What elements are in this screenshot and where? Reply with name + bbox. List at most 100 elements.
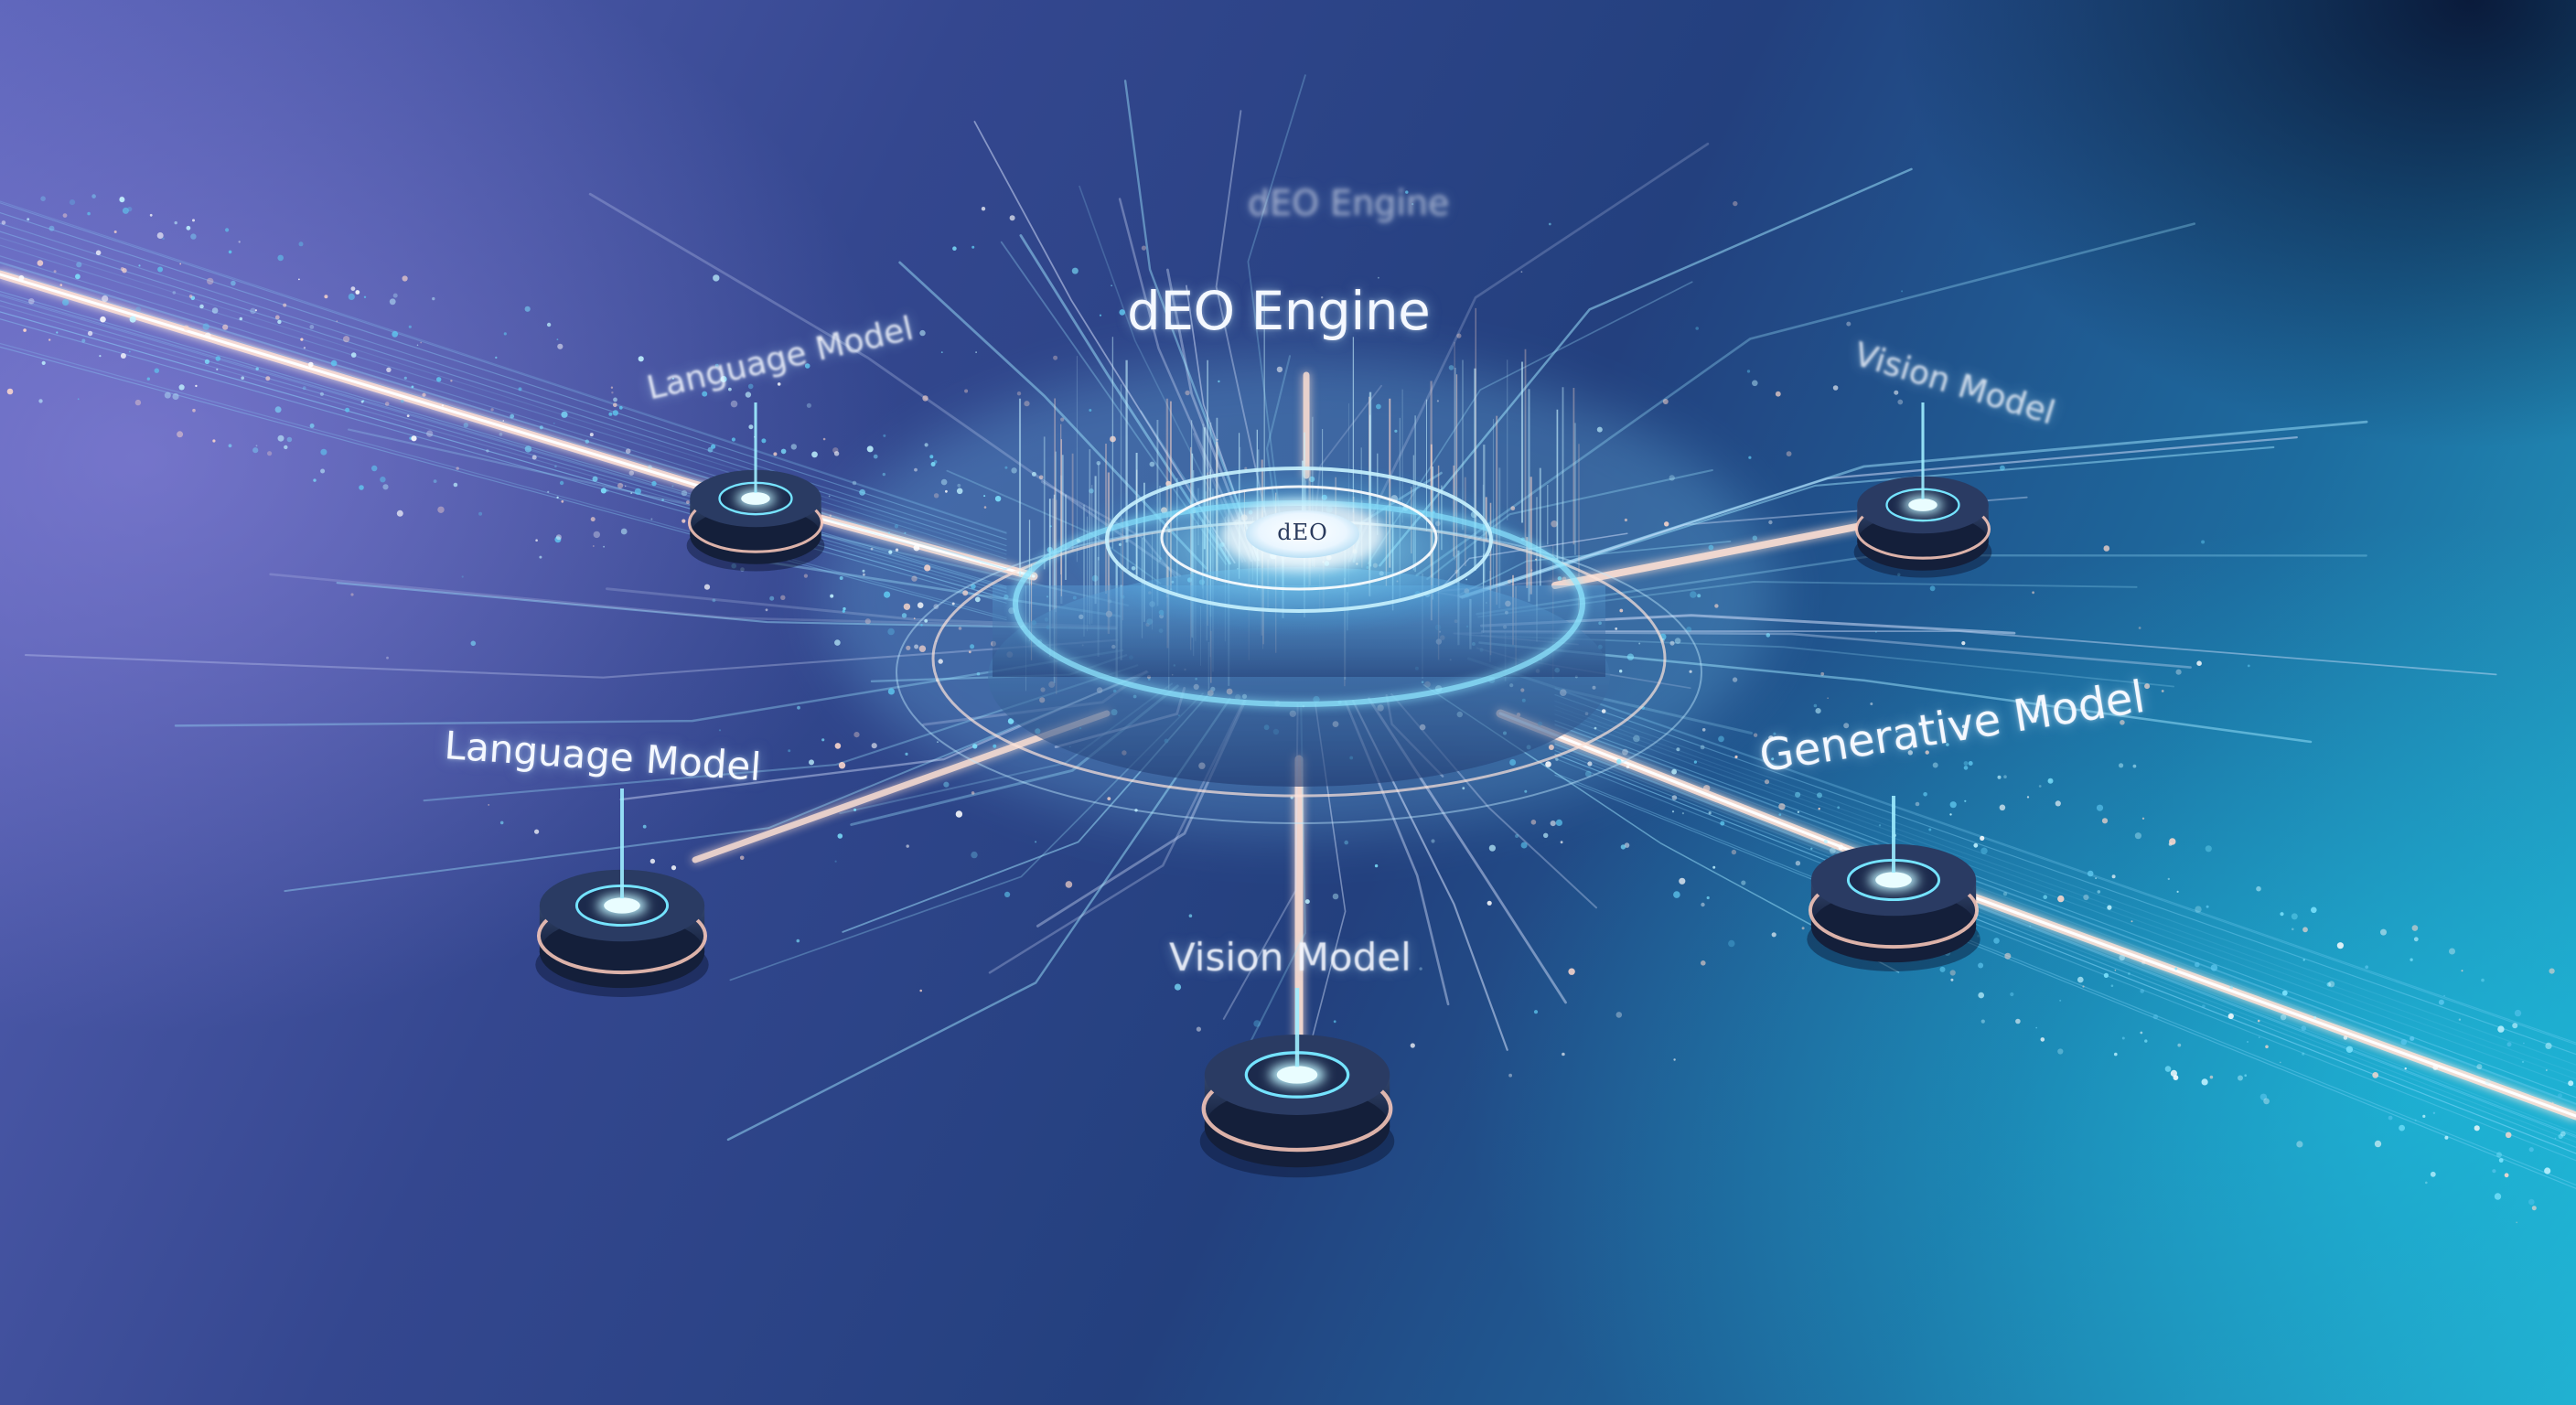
particle bbox=[606, 489, 609, 492]
particle bbox=[811, 451, 818, 458]
particle bbox=[661, 499, 664, 501]
particle bbox=[1718, 735, 1724, 743]
particle bbox=[1894, 390, 1899, 395]
particle bbox=[2026, 796, 2030, 799]
particle bbox=[1701, 902, 1705, 907]
particle bbox=[302, 386, 306, 391]
particle bbox=[199, 304, 204, 309]
data-stream bbox=[0, 255, 1007, 566]
particle bbox=[416, 344, 419, 347]
particle bbox=[1107, 797, 1111, 800]
particle bbox=[2558, 1093, 2562, 1099]
particle bbox=[535, 539, 538, 542]
particle bbox=[837, 833, 843, 839]
particle bbox=[1752, 380, 1758, 387]
particle bbox=[396, 509, 403, 517]
particle bbox=[2247, 664, 2250, 668]
particle bbox=[2141, 960, 2146, 965]
particle bbox=[283, 303, 287, 307]
particle bbox=[929, 455, 934, 459]
particle bbox=[1626, 765, 1630, 769]
particle bbox=[1620, 844, 1626, 850]
particle bbox=[830, 594, 834, 598]
particle bbox=[2400, 1039, 2407, 1046]
particle bbox=[1671, 768, 1677, 775]
particle bbox=[1950, 978, 1954, 981]
particle bbox=[313, 478, 317, 482]
particle bbox=[1939, 966, 1946, 972]
particle bbox=[204, 359, 209, 364]
particle bbox=[2410, 958, 2413, 961]
data-stream bbox=[0, 311, 1007, 600]
particle bbox=[905, 752, 908, 756]
particle bbox=[1089, 488, 1094, 494]
particle bbox=[392, 293, 398, 298]
particle bbox=[1818, 808, 1820, 810]
particle bbox=[728, 387, 732, 391]
particle bbox=[371, 465, 378, 472]
particle bbox=[2055, 800, 2061, 807]
particle bbox=[2032, 591, 2035, 595]
particle bbox=[1419, 967, 1422, 971]
hub-core bbox=[1246, 510, 1359, 558]
particle bbox=[350, 593, 354, 596]
particle bbox=[478, 511, 483, 516]
particle bbox=[983, 506, 987, 509]
particle bbox=[2545, 1042, 2552, 1049]
particle bbox=[524, 306, 531, 312]
particle bbox=[1134, 809, 1138, 812]
particle bbox=[1624, 842, 1630, 848]
particle bbox=[531, 455, 537, 460]
particle bbox=[284, 445, 288, 450]
particle bbox=[2174, 967, 2178, 971]
particle bbox=[120, 267, 124, 271]
particle bbox=[866, 445, 874, 453]
particle bbox=[2206, 905, 2209, 908]
particle bbox=[713, 274, 720, 282]
particle bbox=[1004, 891, 1011, 898]
particle bbox=[2057, 895, 2065, 903]
particle bbox=[1997, 775, 2002, 779]
particle bbox=[702, 391, 708, 397]
particle bbox=[420, 341, 423, 344]
particle bbox=[731, 563, 736, 569]
particle bbox=[495, 356, 498, 359]
particle bbox=[1662, 399, 1669, 404]
particle bbox=[2551, 1101, 2554, 1104]
particle bbox=[286, 436, 293, 443]
particle bbox=[1964, 799, 1967, 802]
particle bbox=[1999, 804, 2006, 811]
particle bbox=[1520, 271, 1523, 273]
particle bbox=[1016, 391, 1022, 396]
circuit-trace bbox=[1415, 222, 2196, 577]
particle bbox=[2568, 1080, 2574, 1087]
particle bbox=[2077, 976, 2084, 983]
model-node-3 bbox=[535, 788, 709, 997]
particle bbox=[216, 368, 219, 370]
particle bbox=[2110, 984, 2114, 987]
particle bbox=[1973, 842, 1979, 848]
particle bbox=[1928, 828, 1932, 831]
particle bbox=[828, 495, 831, 498]
particle bbox=[904, 531, 907, 534]
particle bbox=[1961, 724, 1966, 728]
particle bbox=[1929, 585, 1936, 592]
particle bbox=[943, 781, 950, 788]
particle bbox=[453, 482, 458, 488]
particle bbox=[2474, 1125, 2480, 1132]
circuit-trace bbox=[1247, 74, 1306, 560]
particle bbox=[589, 433, 594, 437]
particle bbox=[1411, 203, 1414, 206]
particle bbox=[1596, 426, 1603, 433]
particle bbox=[37, 260, 44, 266]
particle bbox=[1594, 726, 1597, 730]
particle bbox=[933, 604, 939, 609]
particle bbox=[1548, 745, 1554, 750]
particle bbox=[1901, 290, 1904, 293]
particle bbox=[456, 467, 459, 470]
particle bbox=[1823, 840, 1828, 844]
particle bbox=[638, 356, 644, 362]
particle bbox=[2554, 1137, 2557, 1140]
particle bbox=[612, 410, 618, 416]
particle bbox=[1035, 841, 1037, 843]
